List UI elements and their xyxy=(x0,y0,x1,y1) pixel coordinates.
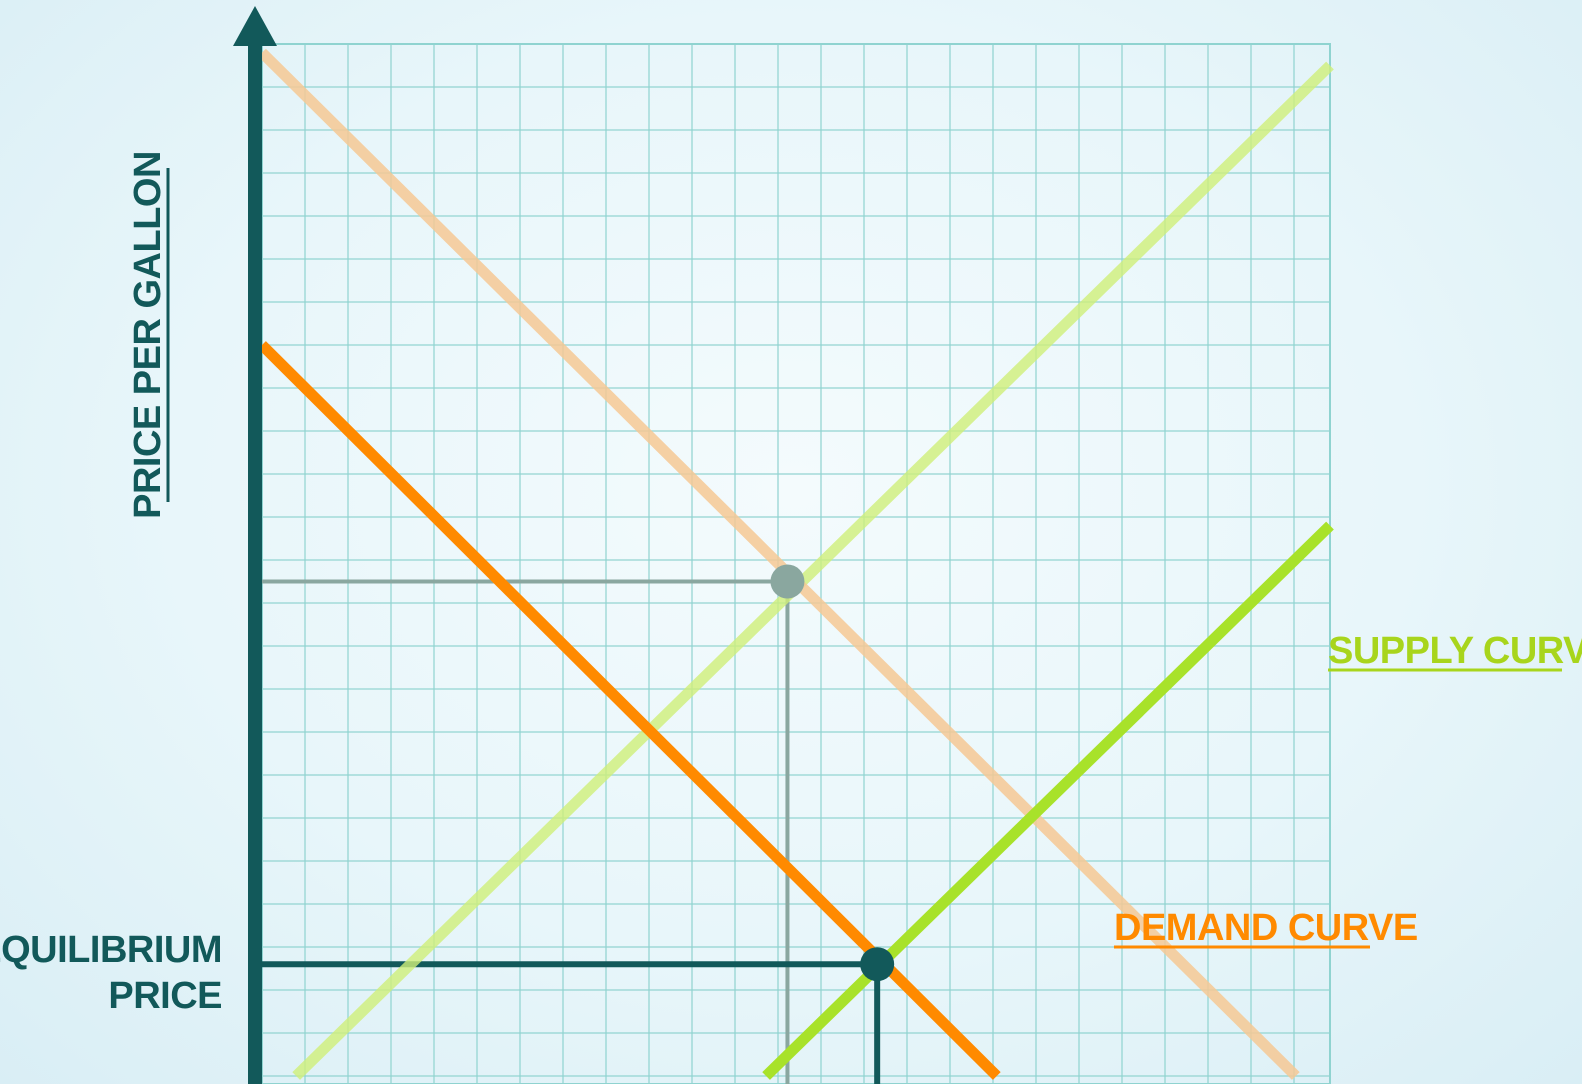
old-equilibrium-point xyxy=(770,564,805,599)
demand-curve-label: DEMAND CURVE xyxy=(1114,907,1418,949)
equilibrium-label-line1: EQUILIBRIUM xyxy=(0,929,222,971)
y-axis-arrow xyxy=(233,6,277,46)
y-axis xyxy=(248,40,262,1084)
guide-lines xyxy=(262,579,881,1084)
supply-original-line xyxy=(292,61,1334,1080)
supply-shifted-line xyxy=(762,521,1334,1080)
equilibrium-label-line2: PRICE xyxy=(108,975,222,1017)
new-equilibrium-point xyxy=(860,947,895,982)
y-axis-label: PRICE PER GALLON xyxy=(127,151,169,519)
series-lines xyxy=(258,48,1334,1080)
equilibrium-points xyxy=(770,564,895,982)
supply-curve-label: SUPPLY CURVE xyxy=(1328,630,1582,672)
demand-original-line xyxy=(258,48,1300,1080)
axes xyxy=(233,6,277,1084)
